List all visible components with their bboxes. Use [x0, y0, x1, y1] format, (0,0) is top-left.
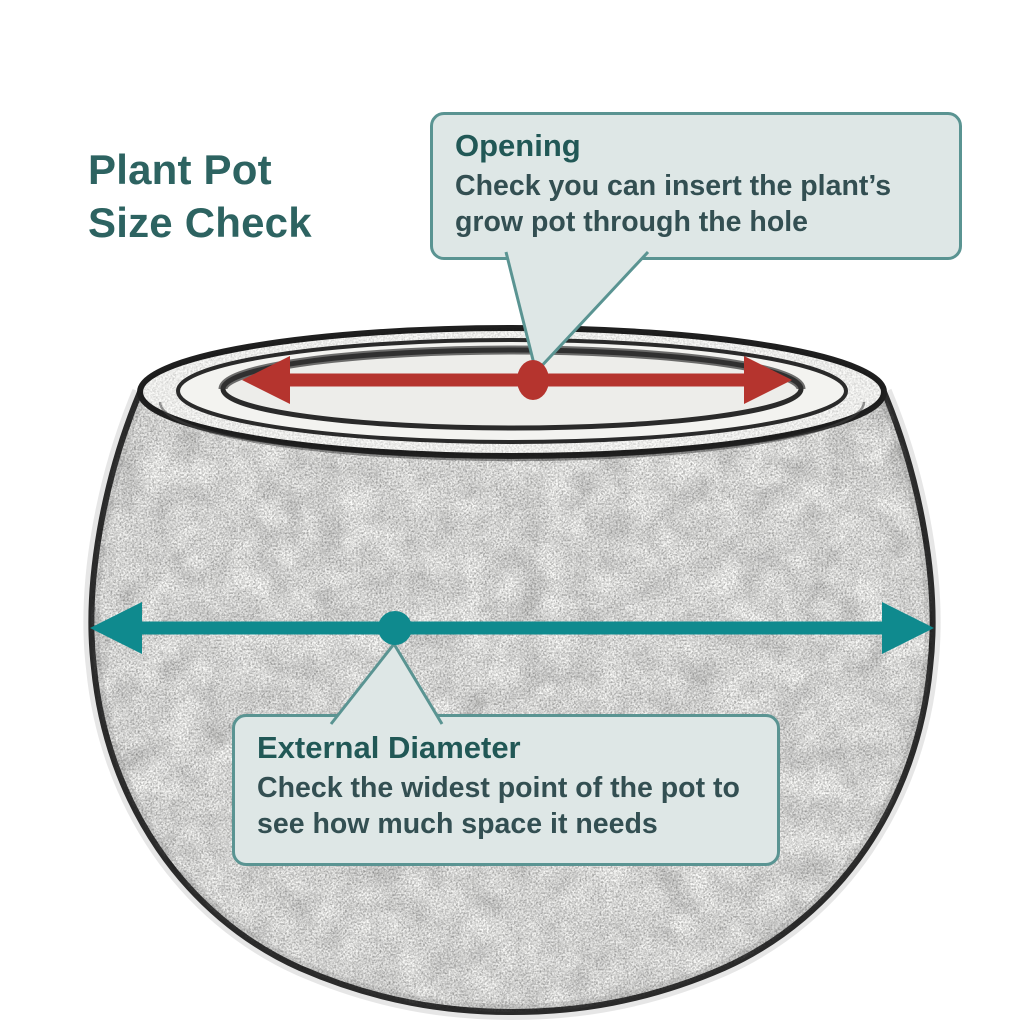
rim-front-lip-line — [158, 401, 866, 462]
callout-external-diameter: External Diameter Check the widest point… — [232, 714, 780, 866]
pot-body-edge-shading — [83, 388, 941, 1021]
diameter-arrowhead-right-icon — [882, 602, 934, 654]
callout-opening-body: Check you can insert the plant’s grow po… — [455, 170, 892, 239]
callout-external-diameter-heading: External Diameter — [257, 730, 521, 765]
pot-rim — [137, 325, 887, 462]
opening-arrowhead-right-icon — [744, 356, 792, 404]
callout-external-diameter-body: Check the widest point of the pot to see… — [257, 772, 740, 841]
diameter-arrowhead-left-icon — [90, 602, 142, 654]
page-title: Plant Pot Size Check — [88, 146, 312, 247]
callout-opening-heading: Opening — [455, 128, 581, 163]
opening-arrowhead-left-icon — [242, 356, 290, 404]
callout-opening: Opening Check you can insert the plant’s… — [430, 112, 962, 260]
diameter-measure-arrow — [90, 602, 934, 654]
pot-body — [83, 388, 941, 1021]
